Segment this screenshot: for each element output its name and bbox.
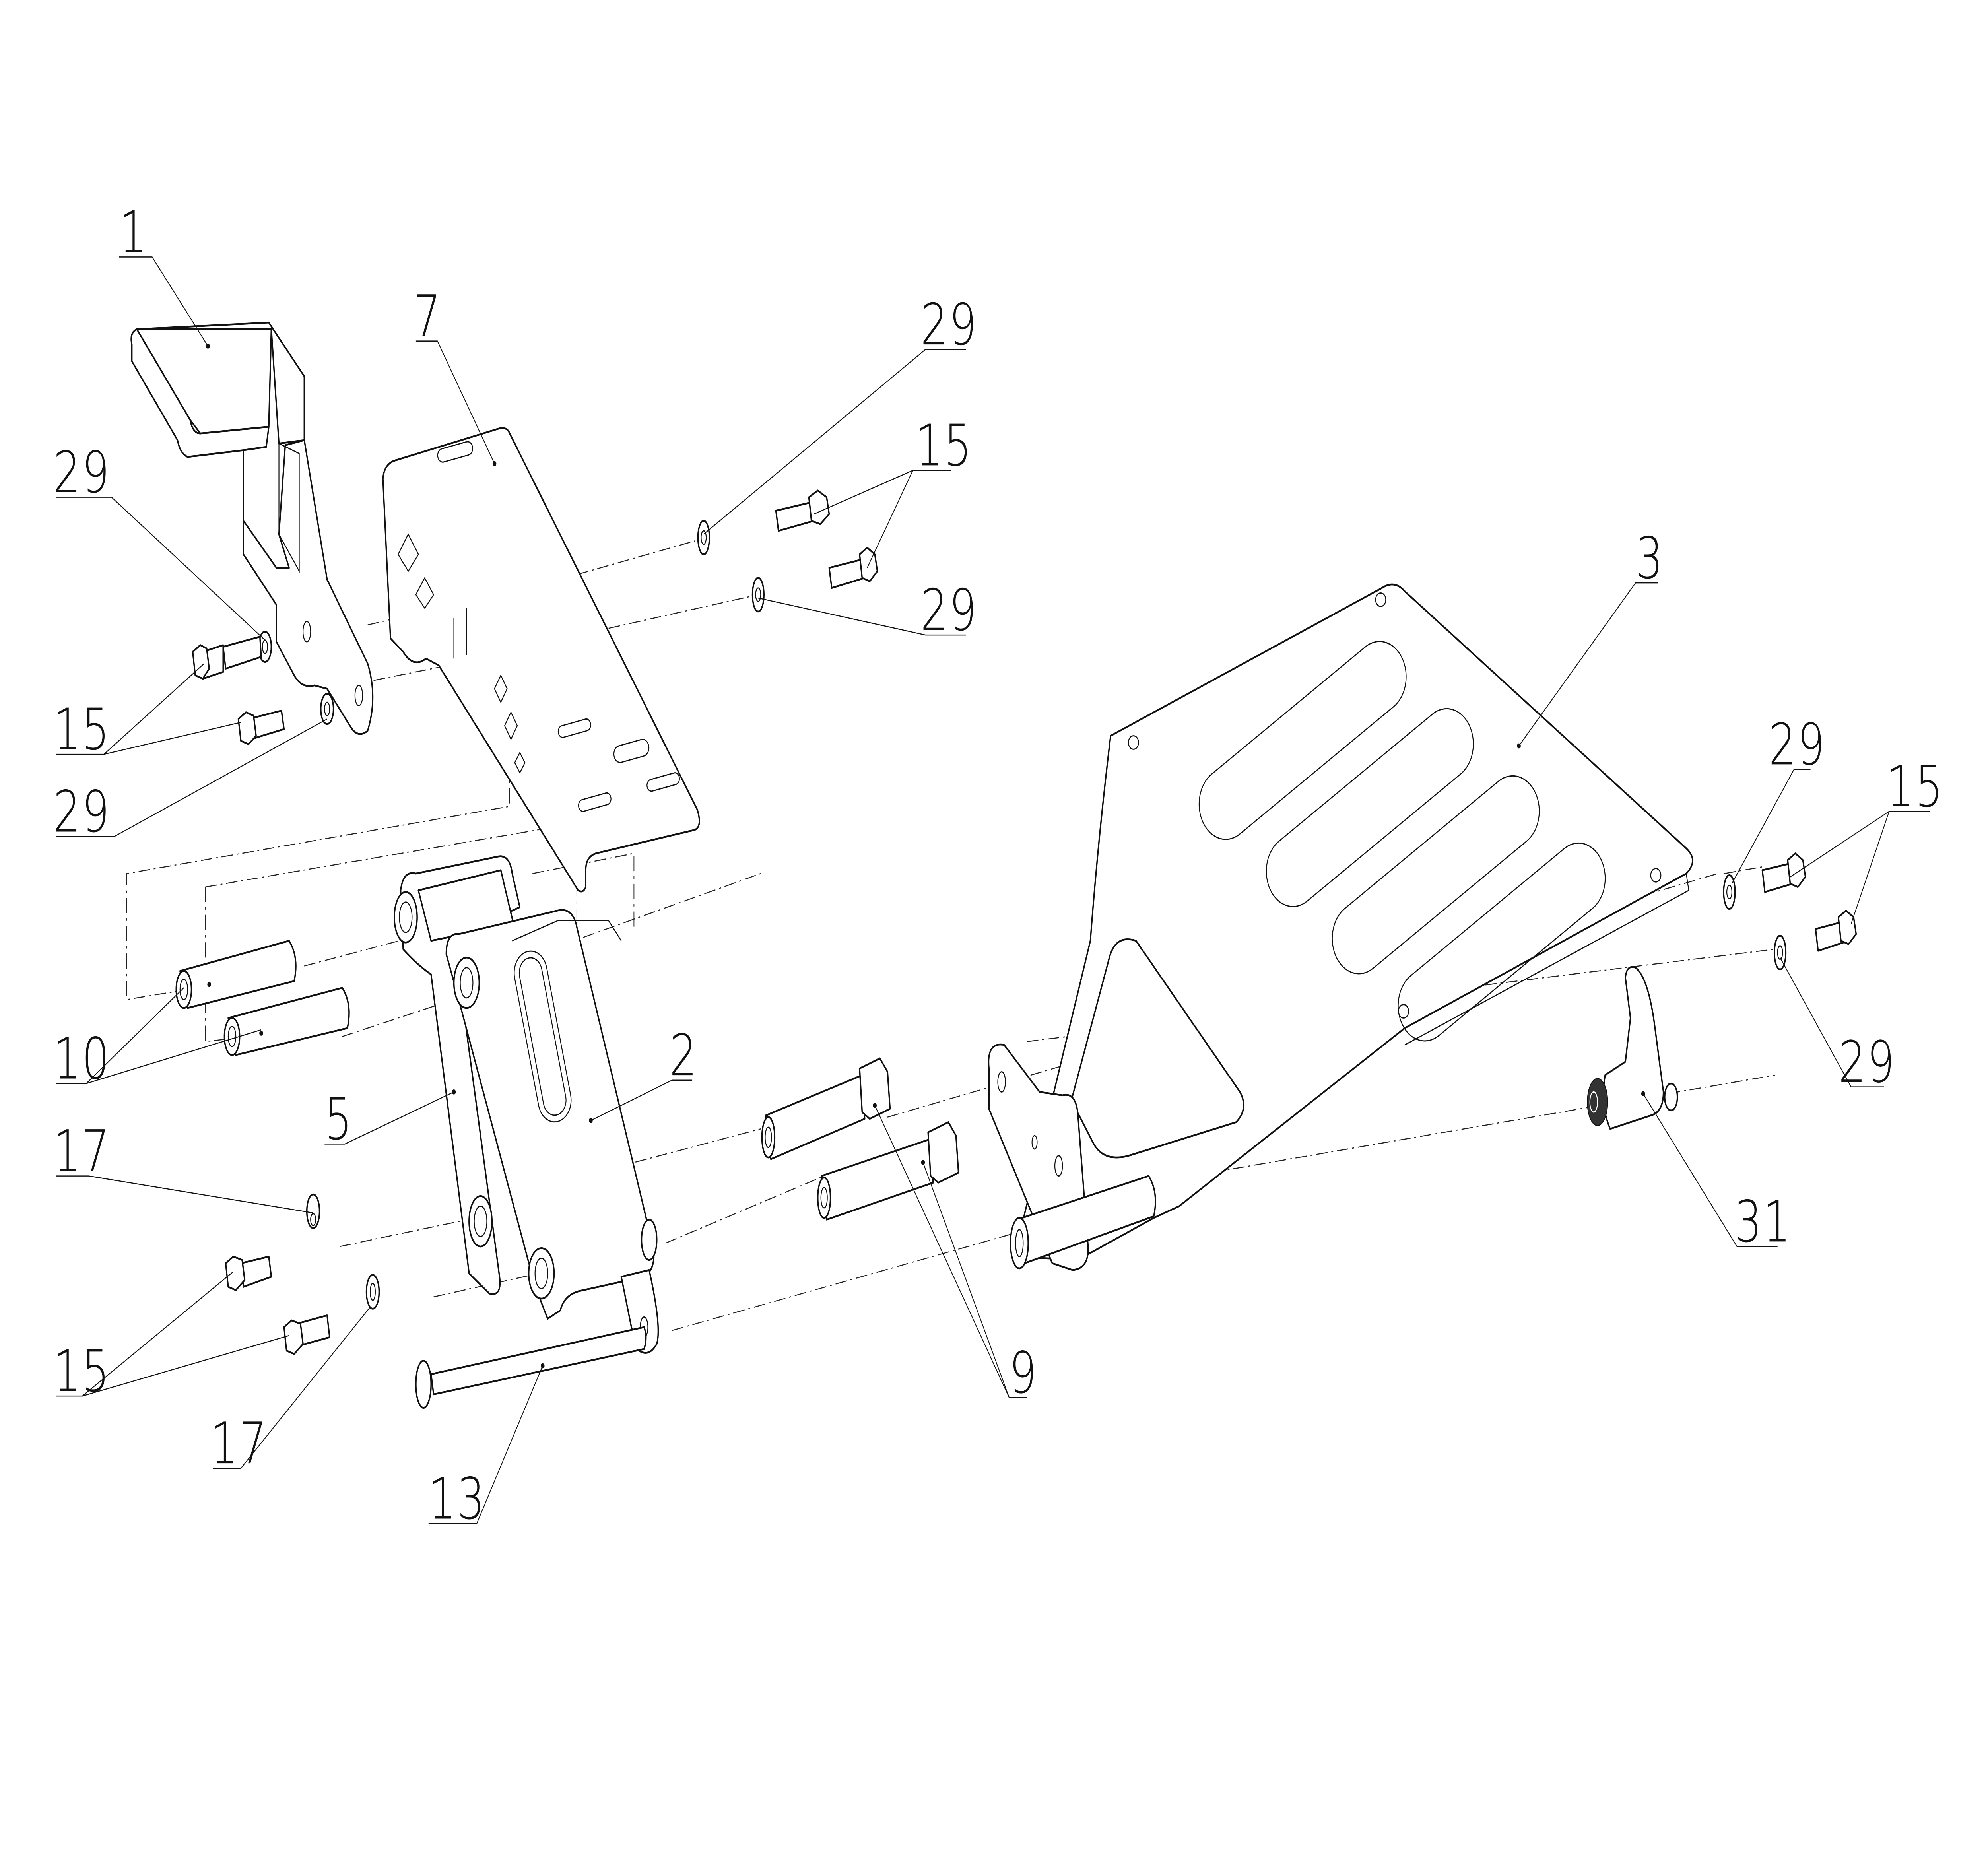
callout-15-top: 15	[915, 413, 973, 479]
part-9-hex-standoffs[interactable]	[761, 1057, 959, 1221]
plate-slots	[1198, 641, 1606, 1042]
bolt-15-top-upper[interactable]	[775, 489, 830, 532]
part-1-bracket[interactable]	[130, 321, 374, 735]
part-10-spacer-tubes[interactable]	[175, 940, 350, 1056]
callout-labels: 1 7 29 15 29 29 15 29 3 29 15 29 10 2 5 …	[53, 200, 1944, 1533]
callout-29-right-lower: 29	[1839, 1029, 1896, 1096]
bolt-15-lower-upper[interactable]	[225, 1256, 272, 1291]
part-3-foot-plate[interactable]	[988, 583, 1693, 1271]
part-2-slotted-link[interactable]	[445, 909, 659, 1354]
washer-17-lower[interactable]	[365, 1274, 380, 1310]
callout-1: 1	[119, 200, 148, 266]
bolt-15-right-lower[interactable]	[1815, 909, 1857, 952]
bolt-15-left-upper[interactable]	[192, 636, 262, 680]
washer-29-top-lower[interactable]	[751, 577, 765, 613]
callout-29-right-upper: 29	[1769, 712, 1826, 778]
callout-15-lower: 15	[53, 1338, 111, 1405]
part-13-pin[interactable]	[415, 1326, 647, 1409]
part-31-cam-lever[interactable]	[1587, 966, 1678, 1130]
callout-29-top-lower: 29	[920, 577, 978, 644]
callout-17-upper: 17	[53, 1118, 111, 1185]
callout-2: 2	[670, 1023, 698, 1089]
washer-29-left-lower[interactable]	[320, 693, 334, 725]
part-7-mounting-plate[interactable]	[382, 427, 700, 893]
bolt-15-left-lower[interactable]	[237, 709, 285, 746]
part-5-side-link[interactable]	[393, 855, 521, 1295]
bolt-15-top-lower[interactable]	[828, 547, 878, 589]
bolt-15-lower-lower[interactable]	[283, 1314, 330, 1355]
callout-15-left-top: 15	[53, 697, 111, 763]
washer-29-right-lower[interactable]	[1773, 935, 1787, 971]
callout-29-left-upper: 29	[53, 440, 111, 506]
washer-17-upper[interactable]	[306, 1193, 320, 1229]
callout-13: 13	[429, 1466, 486, 1532]
callout-5: 5	[324, 1087, 353, 1153]
callout-3: 3	[1636, 525, 1664, 592]
callout-7: 7	[414, 283, 442, 350]
callout-15-right: 15	[1887, 754, 1944, 820]
callout-29-left-lower: 29	[53, 779, 111, 845]
bolt-15-right-upper[interactable]	[1761, 852, 1806, 893]
callout-29-top-upper: 29	[920, 292, 978, 358]
leader-lines	[56, 256, 1930, 1524]
callout-10: 10	[53, 1026, 111, 1092]
callout-17-lower: 17	[210, 1411, 268, 1477]
callout-31: 31	[1734, 1189, 1792, 1255]
callout-9: 9	[1009, 1340, 1038, 1407]
washer-29-top-upper[interactable]	[697, 520, 710, 555]
